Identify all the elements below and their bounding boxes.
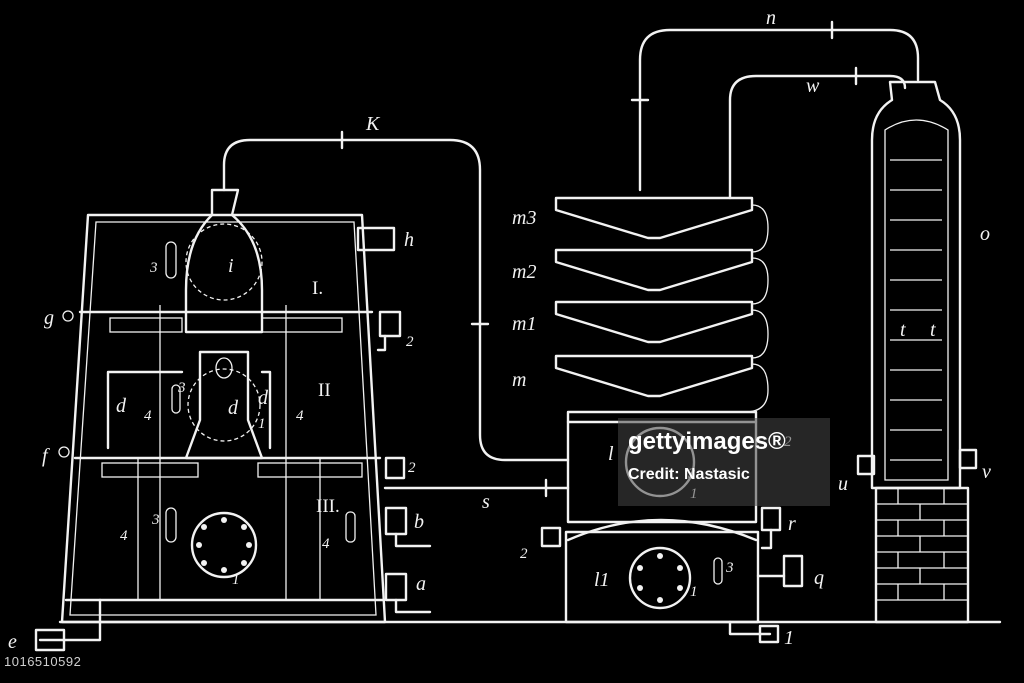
drain-pipe-l xyxy=(728,620,772,636)
valve-e xyxy=(34,628,66,652)
label-tier-3: III. xyxy=(316,496,340,517)
plate-m2 xyxy=(554,248,754,292)
num-1-d: 1 xyxy=(258,416,266,432)
label-d-right: d xyxy=(258,387,269,409)
label-tier-2: II xyxy=(318,380,331,401)
label-m2: m2 xyxy=(512,261,536,283)
num-3-boiler: 3 xyxy=(725,560,734,576)
valve-q xyxy=(782,554,804,588)
label-q: q xyxy=(814,567,824,589)
label-f: f xyxy=(42,445,50,467)
label-a: a xyxy=(416,573,426,595)
pipe-k xyxy=(222,138,570,462)
label-i: i xyxy=(228,255,234,277)
num-3-lower: 3 xyxy=(151,512,160,528)
label-g: g xyxy=(44,307,54,329)
dome-d xyxy=(184,350,264,460)
watermark-overlay: gettyimages® Credit: Nastasic xyxy=(618,418,830,506)
valve-b xyxy=(384,506,408,536)
label-m3: m3 xyxy=(512,207,536,229)
num-2-boiler: 2 xyxy=(520,546,528,562)
num-3-upper: 3 xyxy=(149,260,158,276)
num-3-middle: 3 xyxy=(177,380,186,396)
label-d-left: d xyxy=(116,395,127,417)
tube-d-right xyxy=(260,370,272,450)
rectifier-stack xyxy=(554,196,769,413)
plate-m3 xyxy=(554,196,754,240)
label-b: b xyxy=(414,511,424,533)
label-l-drain: 1 xyxy=(784,627,794,649)
watermark-logo: gettyimages® xyxy=(628,428,786,455)
valve-v xyxy=(958,448,978,470)
label-u: u xyxy=(838,473,848,495)
num-4-a: 4 xyxy=(144,408,152,424)
manhole-lower xyxy=(190,511,258,579)
num-1-boiler-l1: 1 xyxy=(690,584,698,600)
tap-g xyxy=(62,310,74,322)
drain-pipe-e xyxy=(38,598,102,642)
label-k: K xyxy=(365,113,381,135)
valve-2-middle xyxy=(384,456,406,480)
valve-2-boiler xyxy=(540,526,562,548)
manhole-l1 xyxy=(628,546,692,610)
num-4-b: 4 xyxy=(296,408,304,424)
watermark-credit: Credit: Nastasic xyxy=(628,466,750,483)
tap-f xyxy=(58,446,70,458)
label-h: h xyxy=(404,229,414,251)
label-l1: l1 xyxy=(594,569,610,591)
pipe-n xyxy=(638,28,920,192)
valve-u xyxy=(856,454,876,476)
label-o: o xyxy=(980,223,990,245)
label-w: w xyxy=(806,75,820,97)
label-t-right: t xyxy=(930,319,936,341)
label-d-center: d xyxy=(228,397,239,419)
valve-a xyxy=(384,572,408,602)
brick-base xyxy=(874,486,970,624)
valve-r xyxy=(760,506,782,532)
plate-m1 xyxy=(554,300,754,344)
num-2-middle: 2 xyxy=(408,460,416,476)
valve-2-upper xyxy=(378,310,402,338)
label-l: l xyxy=(608,443,614,465)
tube-d-left xyxy=(106,370,184,450)
plate-m xyxy=(554,354,754,398)
label-v: v xyxy=(982,461,991,483)
column-o xyxy=(856,80,978,624)
label-m1: m1 xyxy=(512,313,536,335)
stock-image-id: 1016510592 xyxy=(4,654,82,669)
label-s: s xyxy=(482,491,490,513)
three-tier-still xyxy=(34,188,432,652)
label-n: n xyxy=(766,7,776,29)
dome-i xyxy=(184,188,264,334)
label-e: e xyxy=(8,631,17,653)
num-4-c: 4 xyxy=(120,528,128,544)
valve-l xyxy=(758,624,780,644)
label-tier-1: I. xyxy=(312,278,323,299)
label-t-left: t xyxy=(900,319,906,341)
num-2-upper: 2 xyxy=(406,334,414,350)
num-1-manhole: 1 xyxy=(232,572,240,588)
column-inner-tube xyxy=(884,119,949,481)
label-m: m xyxy=(512,369,526,391)
num-4-d: 4 xyxy=(322,536,330,552)
still-outer-wall xyxy=(60,213,387,624)
valve-h xyxy=(356,226,396,252)
label-r: r xyxy=(788,513,796,535)
